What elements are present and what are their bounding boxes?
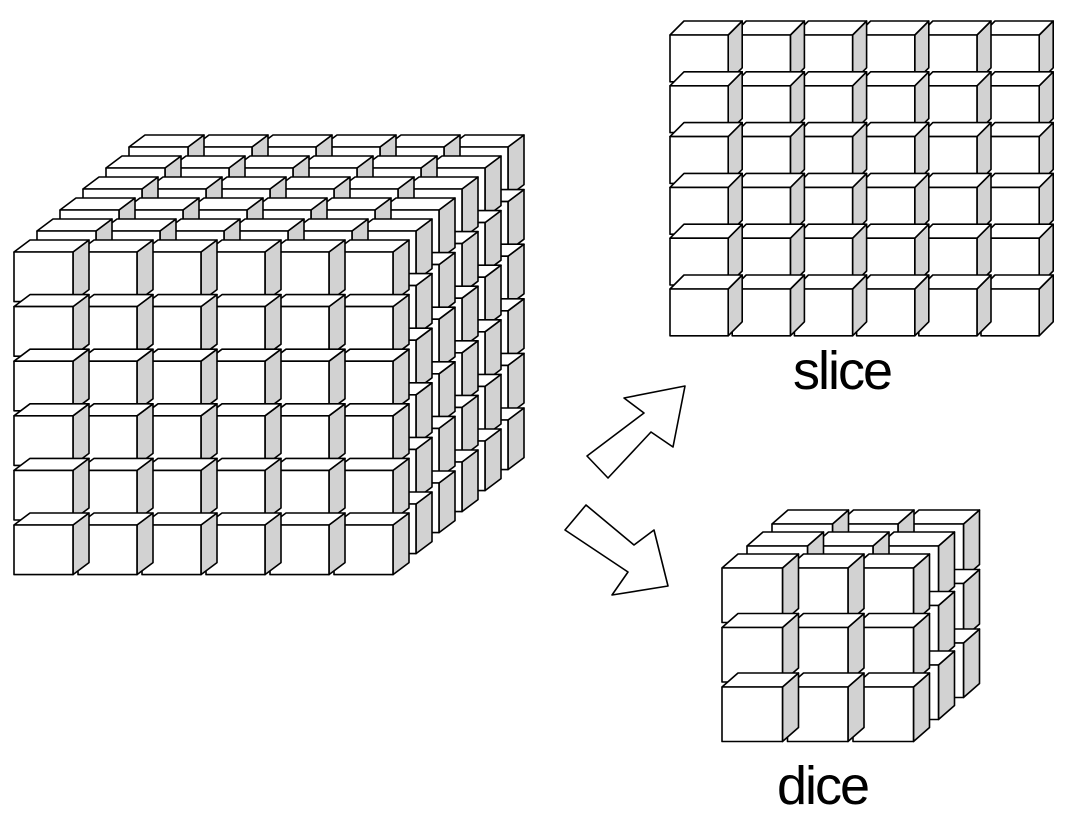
cube-top-face xyxy=(669,172,744,189)
cube-top-face xyxy=(855,172,930,189)
arrow-to-dice-icon xyxy=(564,504,669,596)
cube-top-face xyxy=(793,172,868,189)
cube-top-face xyxy=(669,274,744,290)
slice-result-grid xyxy=(669,20,1054,337)
cube-top-face xyxy=(669,71,744,87)
cube-top-face xyxy=(731,71,806,87)
cube-top-face xyxy=(917,274,992,290)
cube-top-face xyxy=(980,121,1054,138)
cube-top-face xyxy=(917,121,992,138)
cube-top-face xyxy=(793,20,868,36)
cube-top-face xyxy=(980,172,1054,189)
cube-top-face xyxy=(980,223,1054,239)
cube-top-face xyxy=(731,223,806,239)
cube-top-face xyxy=(731,20,806,36)
cube-top-face xyxy=(669,121,744,138)
cube-top-face xyxy=(980,20,1054,36)
cube-top-face xyxy=(669,20,744,36)
cube-top-face xyxy=(917,20,992,36)
full-data-cube xyxy=(13,134,525,576)
cube-top-face xyxy=(855,274,930,290)
slice-label: slice xyxy=(793,341,893,401)
cube-top-face xyxy=(855,121,930,138)
cube-top-face xyxy=(917,172,992,189)
cube-top-face xyxy=(731,172,806,189)
cube-top-face xyxy=(917,71,992,87)
cube-top-face xyxy=(917,223,992,239)
cube-top-face xyxy=(793,121,868,138)
cube-top-face xyxy=(793,223,868,239)
arrow-to-slice-icon xyxy=(586,385,686,479)
cube-front-face xyxy=(669,288,730,337)
cube-top-face xyxy=(855,20,930,36)
dice-label: dice xyxy=(777,756,870,816)
cube-front-face xyxy=(721,686,784,743)
cube-top-face xyxy=(731,274,806,290)
cube-top-face xyxy=(793,71,868,87)
cube-top-face xyxy=(669,223,744,239)
cube-top-face xyxy=(855,223,930,239)
cube-front-face xyxy=(13,524,74,576)
cube-top-face xyxy=(731,121,806,138)
arrow-shape xyxy=(586,385,686,479)
arrow-shape xyxy=(564,504,669,596)
cube-top-face xyxy=(980,71,1054,87)
cube-top-face xyxy=(793,274,868,290)
cube-top-face xyxy=(855,71,930,87)
dice-result-cube xyxy=(721,509,981,743)
cube-top-face xyxy=(980,274,1054,290)
